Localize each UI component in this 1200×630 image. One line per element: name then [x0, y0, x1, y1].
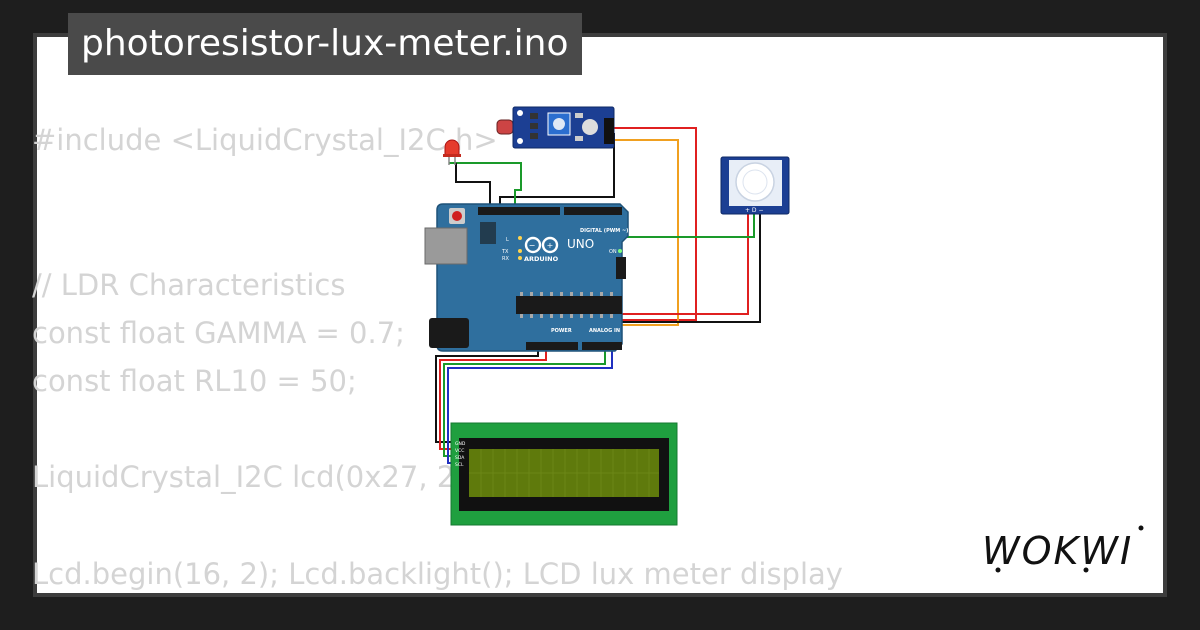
- code-line: // LDR Characteristics: [32, 267, 346, 302]
- project-title: photoresistor-lux-meter.ino: [68, 13, 582, 75]
- wire-blue-lcd-scl: [447, 346, 613, 464]
- code-line: #include <LiquidCrystal_I2C.h>: [32, 123, 498, 157]
- lcd-pin-scl: SCL: [455, 462, 464, 468]
- power-jack: [429, 318, 469, 348]
- wire-black-led: [455, 163, 491, 208]
- pir-sensor-icon: + D −: [720, 156, 790, 215]
- wokwi-logo-icon: WOKWI: [982, 525, 1144, 573]
- digital-header-left: [478, 207, 560, 215]
- code-line: const float GAMMA = 0.7;: [32, 315, 405, 350]
- wire-black-lcd-gnd: [435, 346, 539, 443]
- atmega-chip: [516, 296, 622, 314]
- power-header: [526, 342, 578, 350]
- reset-button: [452, 211, 462, 221]
- usb-port: [424, 227, 468, 265]
- rx-label: RX: [502, 256, 509, 262]
- code-line: const float RL10 = 50;: [32, 363, 357, 398]
- svg-text:+: +: [547, 241, 554, 250]
- power-label: POWER: [551, 328, 572, 334]
- wokwi-logo-text: WOKWI: [982, 529, 1133, 573]
- led-icon: [443, 139, 461, 165]
- arduino-logo-icon: [524, 236, 559, 254]
- arduino-uno-board: − + UNO ARDUINO DIGITAL (PWM ~) ON TX RX…: [424, 203, 629, 352]
- wire-green-led: [449, 162, 522, 208]
- board-model-label: UNO: [567, 237, 594, 251]
- digital-label: DIGITAL (PWM ~): [580, 228, 628, 234]
- lcd-pin-sda: SDA: [455, 455, 465, 461]
- code-listing: #include <LiquidCrystal_I2C.h> // LDR Cha…: [32, 116, 843, 598]
- lcd-pin-vcc: VCC: [455, 448, 464, 454]
- lcd-display: GND VCC SDA SCL: [450, 422, 678, 526]
- tx-label: TX: [501, 249, 509, 255]
- photoresistor-icon: [496, 106, 615, 149]
- board-brand-label: ARDUINO: [524, 255, 559, 263]
- code-line: Lcd.begin(16, 2); Lcd.backlight(); LCD l…: [32, 556, 843, 591]
- l-label: L: [506, 237, 509, 243]
- on-label: ON: [609, 249, 617, 255]
- digital-header-right: [564, 207, 622, 215]
- lcd-pin-gnd: GND: [455, 441, 466, 447]
- svg-text:−: −: [529, 241, 536, 250]
- analog-header: [582, 342, 622, 350]
- analog-label: ANALOG IN: [589, 328, 620, 334]
- pir-pin-labels: + D −: [745, 207, 764, 214]
